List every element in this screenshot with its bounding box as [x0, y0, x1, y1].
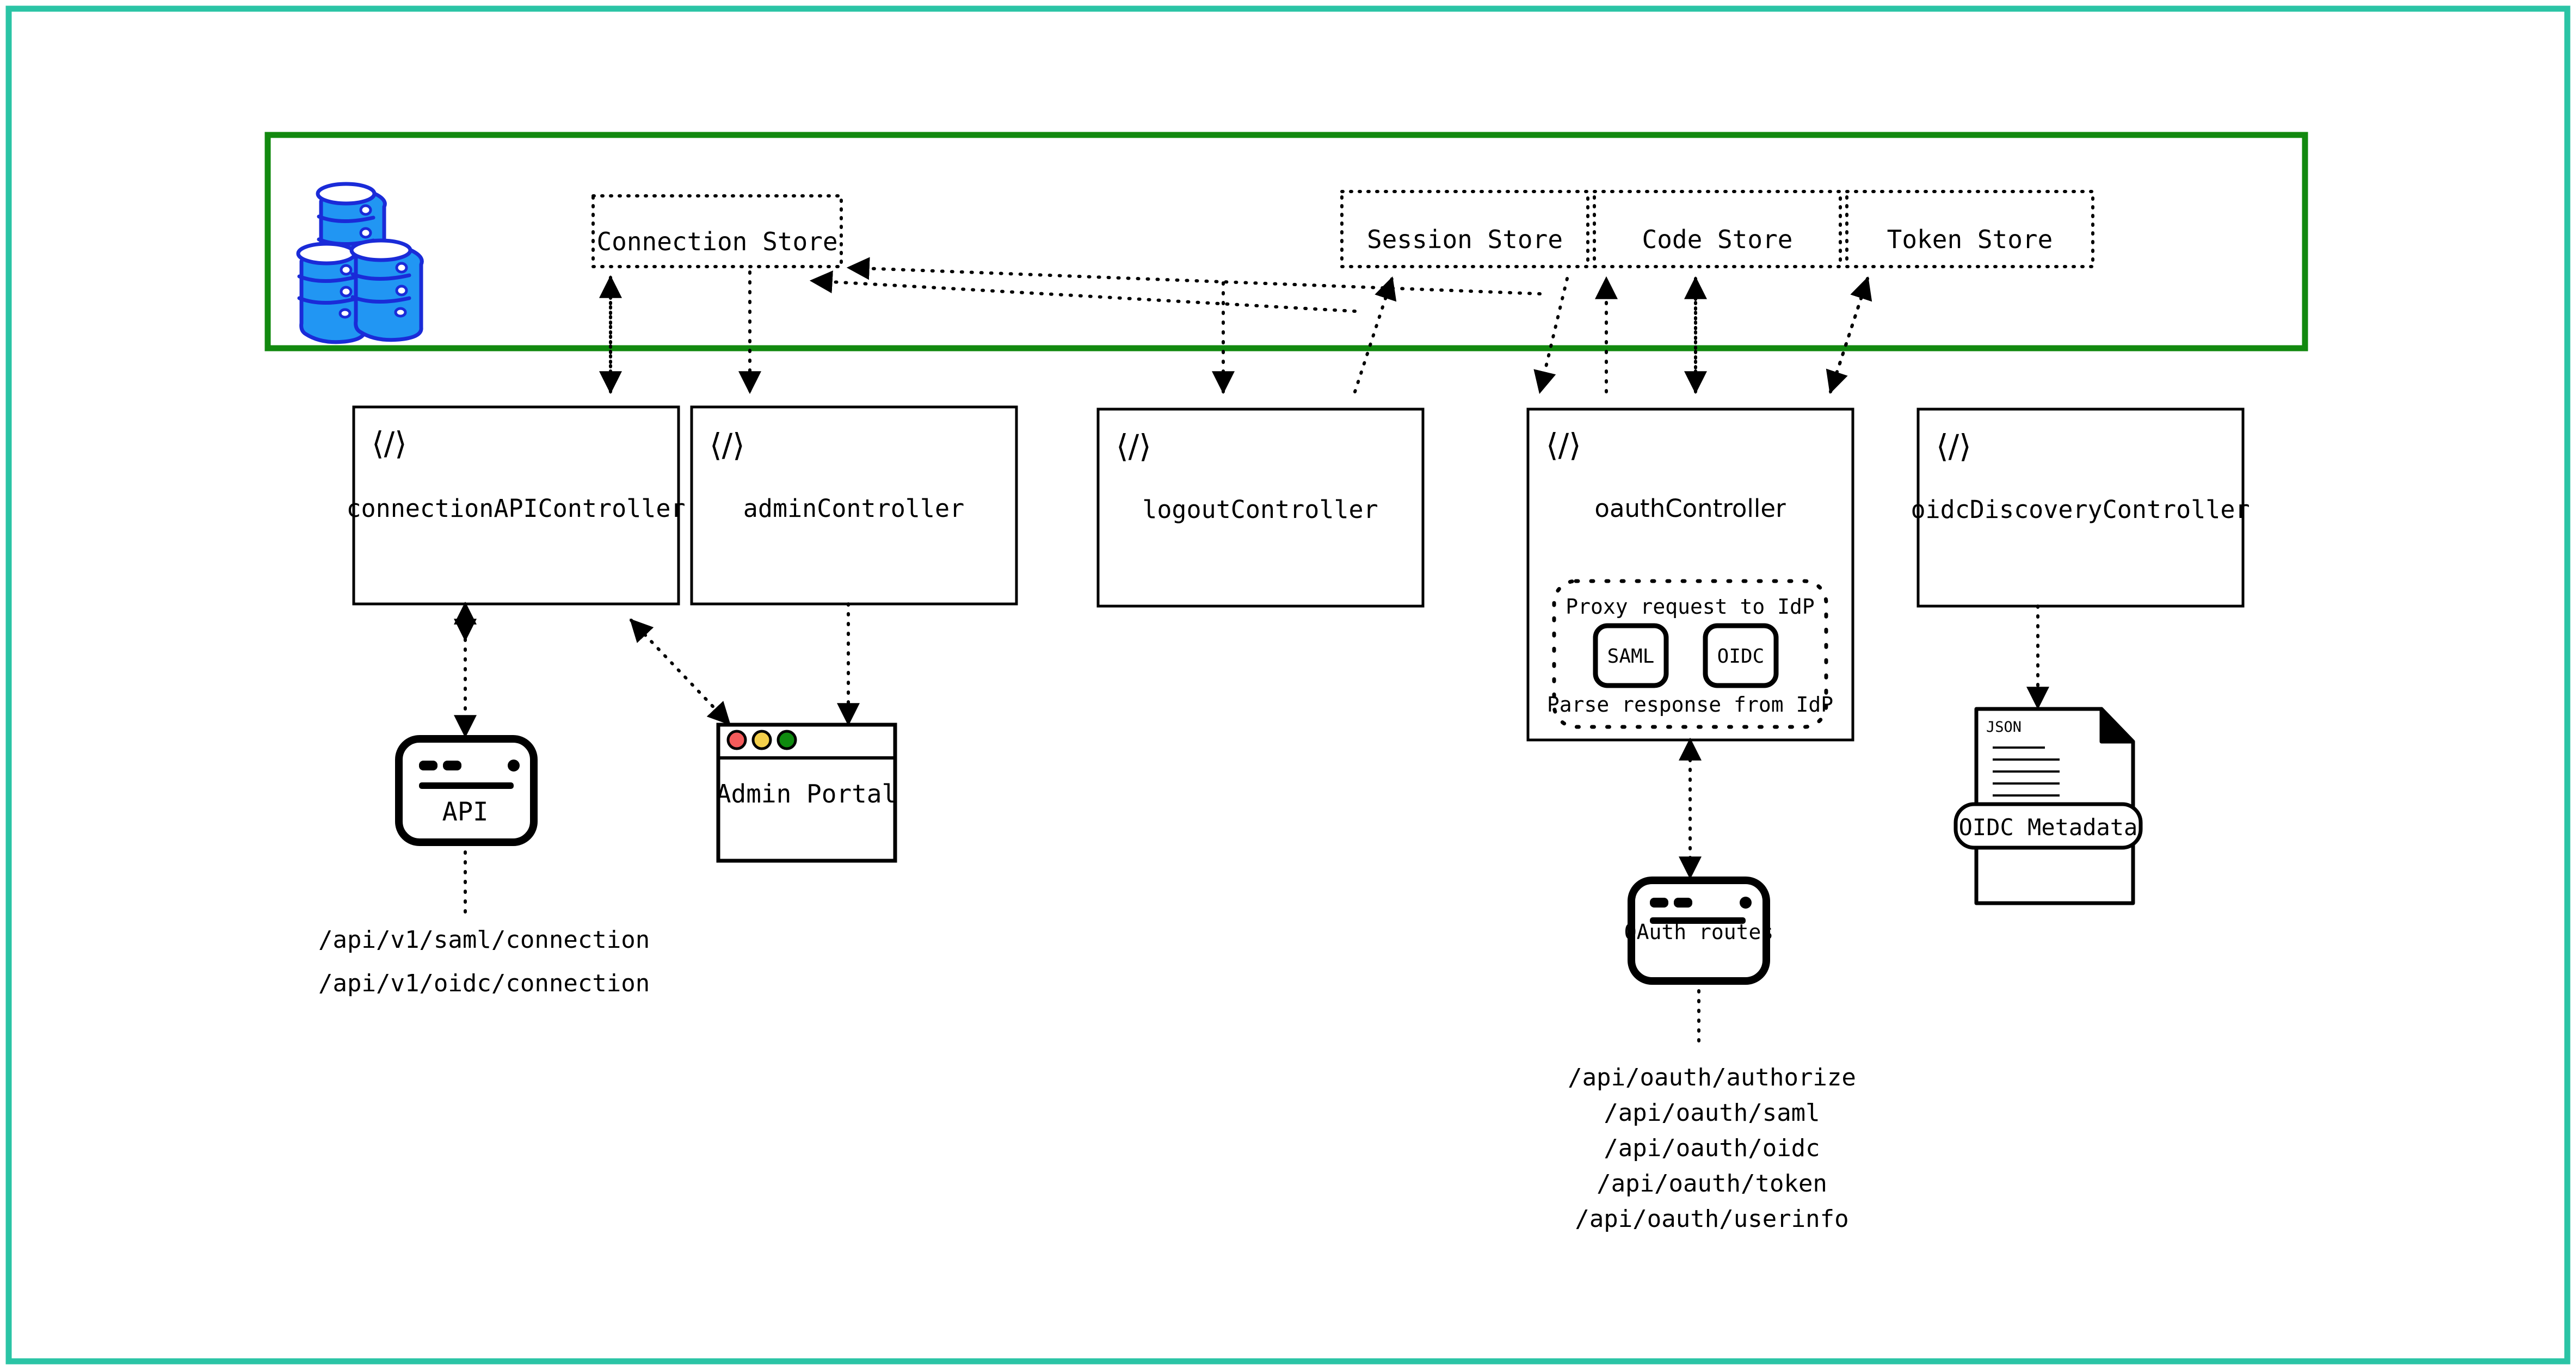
- oauth-routes-label: OAuth routes: [1624, 920, 1774, 944]
- oauth-routes-client[interactable]: OAuth routes: [1624, 877, 1774, 985]
- controller-admincontroller[interactable]: ⟨/⟩ adminController: [690, 405, 1018, 606]
- code-tag-icon: ⟨/⟩: [1936, 428, 1971, 465]
- window-control-icon: [508, 760, 520, 772]
- window-control-icon: [419, 761, 437, 770]
- idp-panel-title: Proxy request to IdP: [1566, 595, 1815, 619]
- connector-oauth-to-connection-store: [846, 257, 1542, 295]
- window-control-icon: [443, 761, 461, 770]
- controller-label: oidcDiscoveryController: [1911, 495, 2250, 524]
- window-control-icon: [1740, 897, 1752, 909]
- idp-proxy-panel: Proxy request to IdP SAML OIDC Parse res…: [1547, 579, 1833, 729]
- session-store[interactable]: Session Store: [1340, 190, 1589, 268]
- window-control-icon: [1674, 898, 1692, 908]
- code-store[interactable]: Code Store: [1593, 190, 1842, 268]
- saml-protocol-chip[interactable]: SAML: [1593, 623, 1669, 688]
- outer-frame: [5, 5, 2571, 1365]
- connector-session-store-to-oauth: [1533, 277, 1569, 394]
- connector-oauth-to-token-store: [1829, 276, 1872, 393]
- oidc-metadata-label: OIDC Metadata: [1959, 814, 2138, 841]
- code-tag-icon: ⟨/⟩: [372, 425, 407, 462]
- database-stack-icon: [296, 182, 424, 344]
- code-tag-icon: ⟨/⟩: [1546, 427, 1581, 464]
- admin-portal-label: Admin Portal: [716, 779, 897, 809]
- endpoint-item: /api/oauth/userinfo: [1575, 1205, 1848, 1233]
- oidc-chip-label: OIDC: [1717, 645, 1765, 668]
- idp-panel-footer: Parse response from IdP: [1547, 693, 1833, 717]
- endpoint-item: /api/oauth/token: [1597, 1170, 1827, 1198]
- connector-logout-to-connection-store: [809, 270, 1357, 313]
- code-store-label: Code Store: [1642, 225, 1793, 254]
- connector-connection-api-to-admin-portal: [630, 618, 731, 726]
- controller-label: logoutController: [1142, 495, 1378, 524]
- code-tag-icon: ⟨/⟩: [1116, 428, 1151, 465]
- connection-store[interactable]: Connection Store: [591, 194, 843, 268]
- oauth-endpoints-list: /api/oauth/authorize /api/oauth/saml /ap…: [1568, 1064, 1856, 1233]
- window-control-icon: [1650, 898, 1668, 908]
- endpoint-item: /api/v1/saml/connection: [318, 926, 650, 954]
- endpoint-item: /api/oauth/oidc: [1604, 1134, 1820, 1162]
- controller-connectionapicontroller[interactable]: ⟨/⟩ connectionAPIController: [346, 405, 686, 606]
- controller-label: adminController: [743, 494, 964, 523]
- oidc-metadata-document[interactable]: JSON OIDC Metadata: [1953, 707, 2143, 905]
- controller-logoutcontroller[interactable]: ⟨/⟩ logoutController: [1096, 408, 1425, 608]
- api-client[interactable]: API: [395, 735, 538, 846]
- address-bar-icon: [419, 782, 514, 789]
- json-badge-label: JSON: [1986, 719, 2022, 736]
- token-store-label: Token Store: [1887, 225, 2053, 254]
- controller-oauthcontroller[interactable]: ⟨/⟩ oauthController Proxy request to IdP…: [1526, 408, 1854, 742]
- session-store-label: Session Store: [1367, 225, 1563, 254]
- connection-endpoints-list: /api/v1/saml/connection /api/v1/oidc/con…: [318, 926, 650, 997]
- endpoint-item: /api/v1/oidc/connection: [318, 970, 650, 997]
- address-bar-icon: [1650, 917, 1746, 924]
- api-client-label: API: [442, 797, 489, 827]
- endpoint-item: /api/oauth/authorize: [1568, 1064, 1856, 1091]
- connection-store-label: Connection Store: [596, 227, 837, 256]
- connector-logout-to-session-store: [1353, 276, 1397, 393]
- controller-label: connectionAPIController: [346, 494, 685, 523]
- store-group-box: [264, 132, 2308, 351]
- admin-portal-client[interactable]: Admin Portal: [716, 723, 897, 863]
- window-dot-red-icon: [726, 730, 747, 750]
- window-dot-green-icon: [777, 730, 797, 750]
- token-store[interactable]: Token Store: [1845, 190, 2094, 268]
- window-dot-yellow-icon: [751, 730, 772, 750]
- endpoint-item: /api/oauth/saml: [1604, 1099, 1820, 1127]
- controller-oidcdiscoverycontroller[interactable]: ⟨/⟩ oidcDiscoveryController: [1911, 408, 2250, 608]
- code-tag-icon: ⟨/⟩: [710, 427, 745, 464]
- controller-label: oauthController: [1594, 494, 1786, 523]
- oidc-protocol-chip[interactable]: OIDC: [1703, 623, 1779, 688]
- saml-chip-label: SAML: [1607, 645, 1655, 668]
